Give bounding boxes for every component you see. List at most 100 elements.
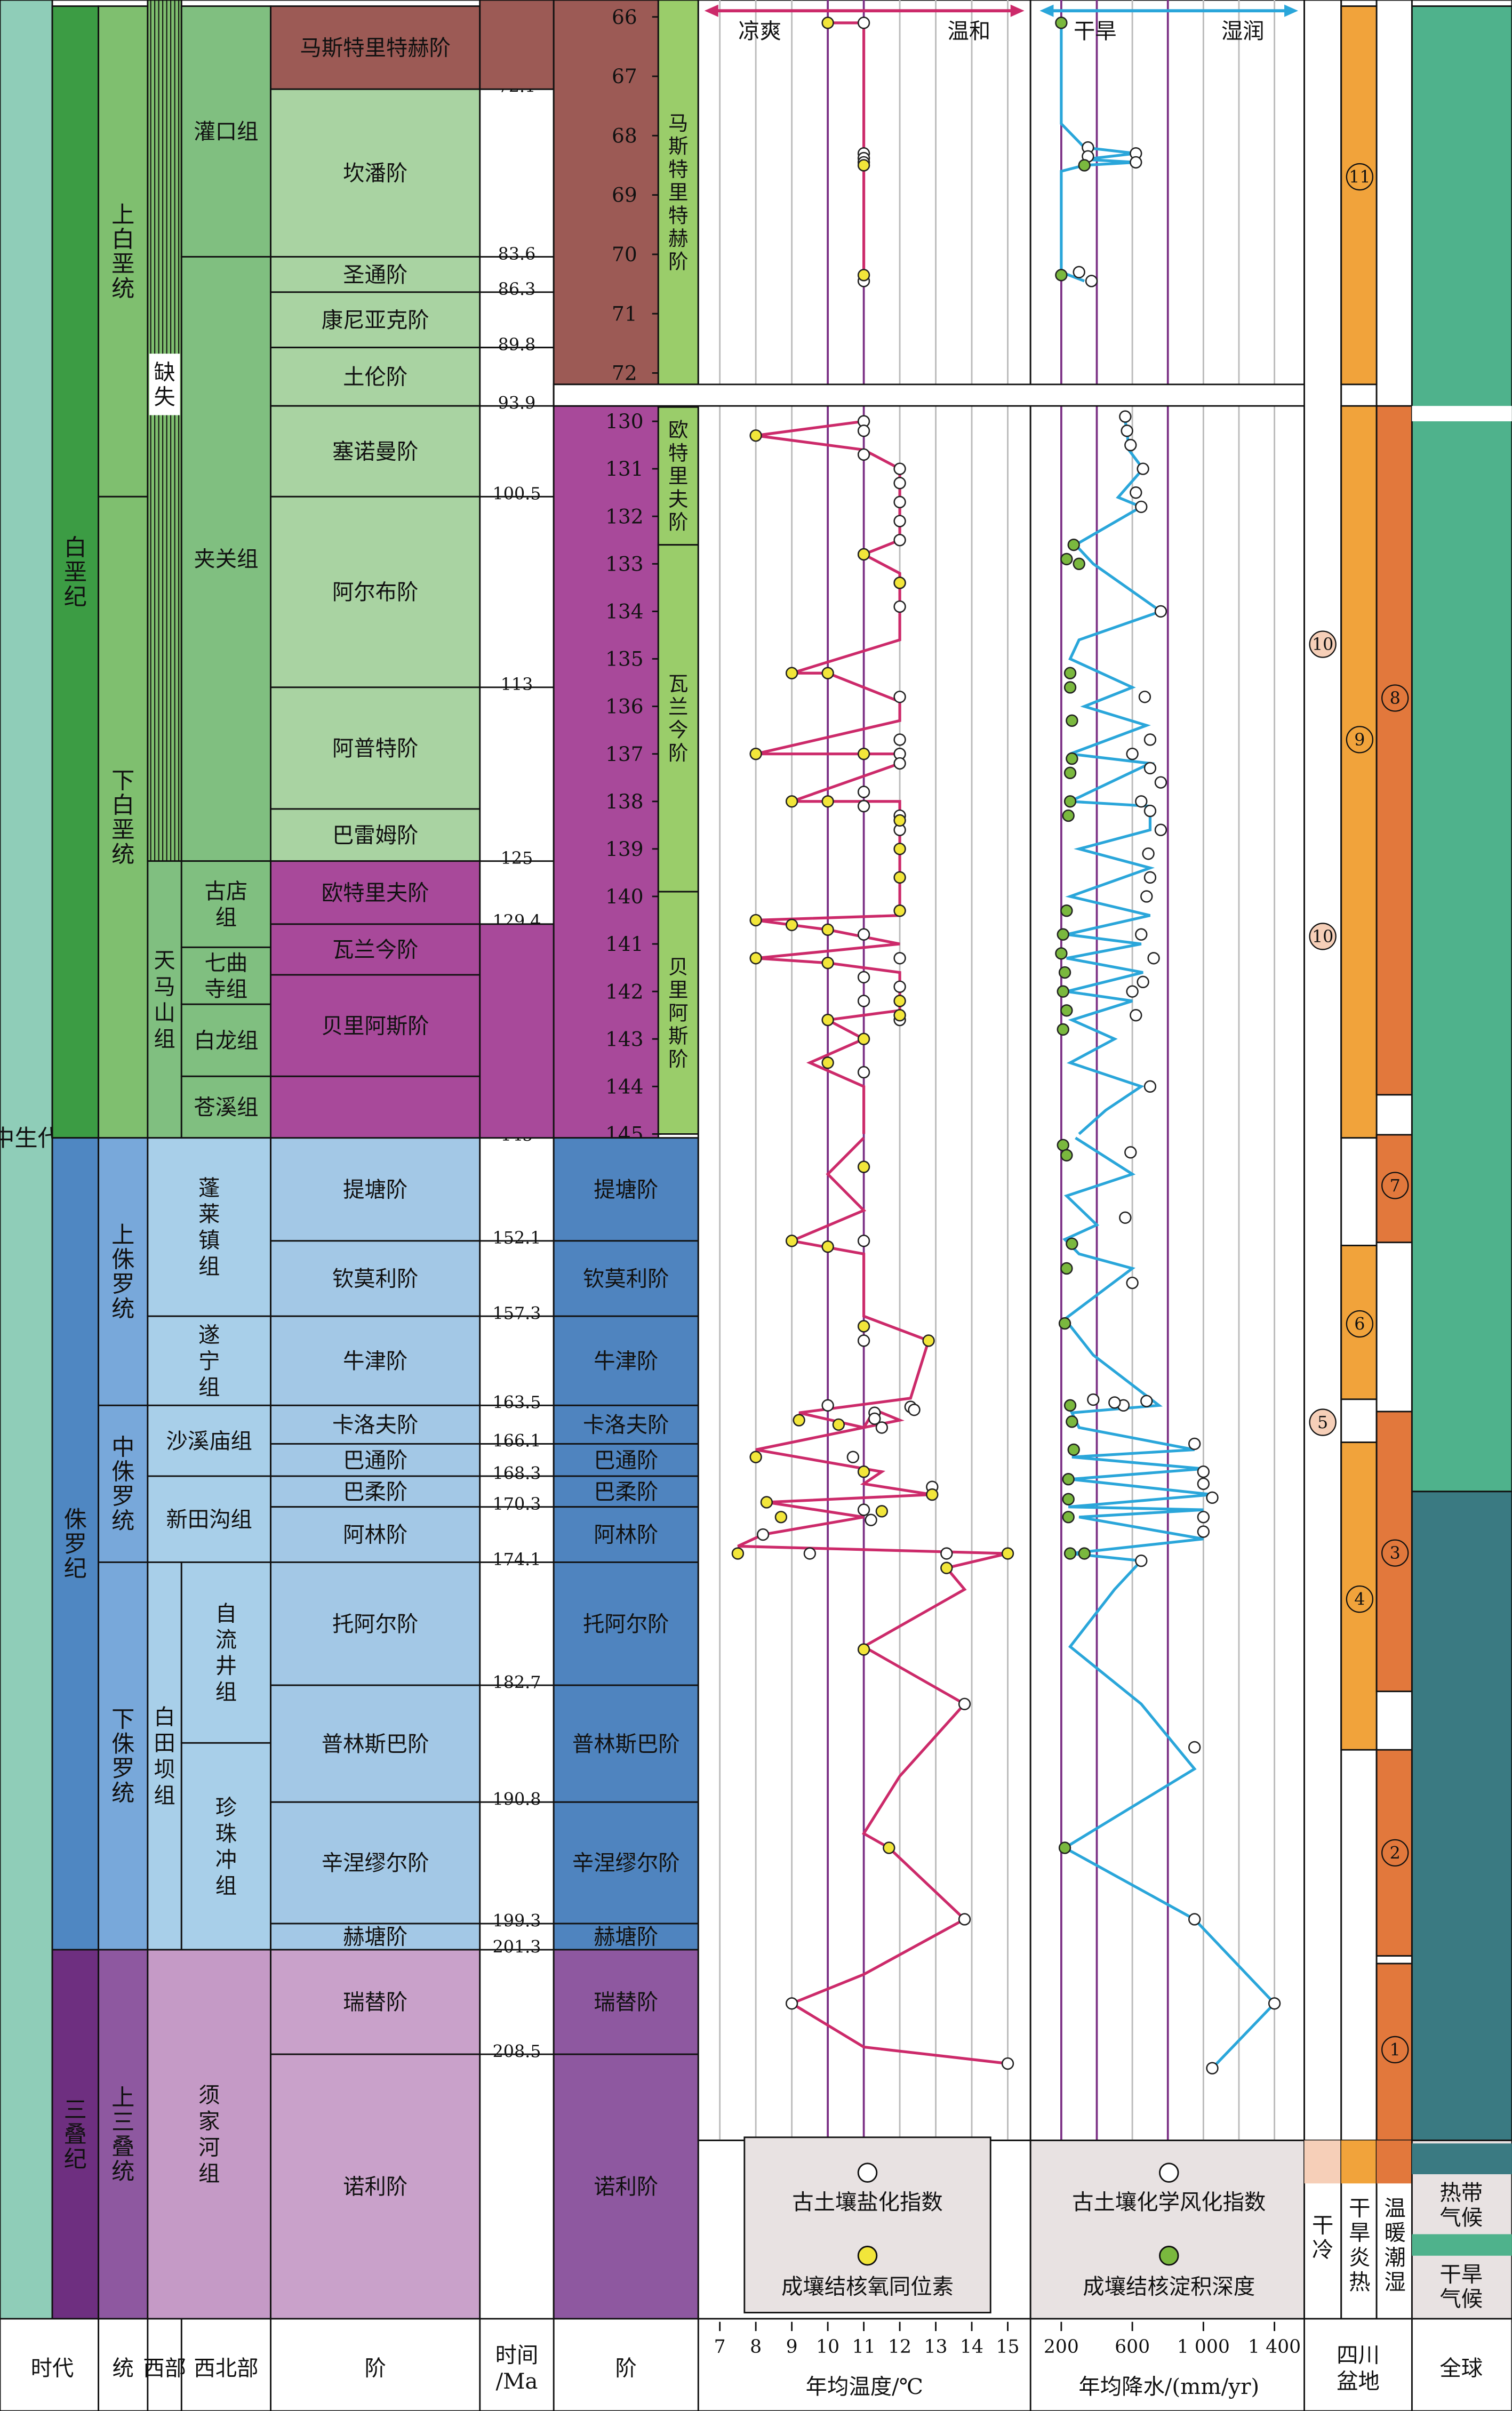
- right-stage-label: 辛涅缪尔阶: [572, 1851, 680, 1876]
- salinity-index-point: [785, 1997, 798, 2010]
- carbonate-depth-point: [1062, 809, 1075, 822]
- carbonate-depth-point: [1067, 1443, 1080, 1456]
- stage-4: [270, 347, 481, 407]
- carbonate-depth-point: [1062, 1511, 1075, 1524]
- oxygen-isotope-point: [821, 667, 834, 679]
- lower-stage-1: [657, 544, 699, 893]
- lower-tick: 131: [605, 457, 644, 480]
- age-label: 83.6: [498, 245, 536, 264]
- age-label: 113: [501, 675, 533, 694]
- temp-header-arrowhead-right: [1010, 4, 1025, 17]
- weathering-index-point: [1143, 1080, 1157, 1093]
- stage-label: 阿尔布阶: [332, 580, 418, 605]
- temp-tick-label: 12: [888, 2336, 911, 2358]
- weathering-index-point: [1154, 605, 1167, 618]
- series-label: 中侏罗统: [111, 1434, 134, 1534]
- upper-tick: 68: [612, 124, 637, 147]
- right-stage-label: 巴柔阶: [594, 1479, 658, 1504]
- weathering-index-point: [1130, 486, 1142, 499]
- oxygen-isotope-point: [940, 1561, 953, 1574]
- stage-12: [270, 1137, 481, 1242]
- stage-24: [270, 2053, 481, 2320]
- salinity-index-point: [857, 1503, 870, 1516]
- weathering-index-point: [1124, 438, 1137, 452]
- age-label: 166.1: [493, 1432, 541, 1451]
- salinity-index-point: [857, 800, 870, 813]
- carbonate-depth-point: [1058, 966, 1071, 979]
- system-label: 白垩纪: [64, 535, 87, 611]
- sichuan-legend-hot-swatch: [1341, 2140, 1377, 2184]
- warm-humid-band-0: [1375, 405, 1413, 1096]
- carbonate-depth-point: [1078, 159, 1091, 172]
- salinity-index-point: [857, 995, 870, 1007]
- weathering-index-point: [1135, 1555, 1148, 1567]
- weathering-index-point: [1135, 928, 1148, 941]
- stage-label: 土伦阶: [343, 365, 407, 390]
- lower-tick: 133: [605, 552, 644, 575]
- time-column: [479, 0, 555, 2323]
- oxygen-isotope-point: [893, 576, 906, 589]
- stage-label: 马斯特里特赫阶: [300, 36, 451, 61]
- weathering-index-point: [1119, 410, 1132, 423]
- age-label: 163.5: [493, 1393, 541, 1413]
- stage-label: 提塘阶: [343, 1177, 407, 1202]
- sichuan-legend-hot: 干旱炎热: [1349, 2196, 1370, 2295]
- weathering-index-point: [1137, 462, 1149, 475]
- oxygen-isotope-point: [785, 795, 798, 808]
- carbonate-depth-point: [1057, 985, 1069, 998]
- salinity-index-point: [865, 1513, 877, 1526]
- series-label: 上三叠统: [111, 2085, 134, 2185]
- salinity-index-point: [857, 448, 870, 461]
- oxygen-isotope-point: [857, 1160, 870, 1173]
- lower-stage-0: [657, 406, 699, 546]
- formation-13: [180, 1742, 272, 1951]
- system-label: 三叠纪: [64, 2097, 87, 2173]
- formation-5: [180, 1003, 272, 1077]
- salinity-index-point: [893, 600, 906, 613]
- episode-number: 11: [1349, 168, 1370, 187]
- stage-label: 阿普特阶: [332, 736, 418, 761]
- temp-tick-label: 11: [852, 2336, 876, 2358]
- temp-header-left: 凉爽: [738, 19, 781, 44]
- upper-tick: 67: [612, 65, 637, 88]
- era-column: [0, 0, 53, 2323]
- stage-5: [270, 405, 481, 498]
- lower-stage-label: 瓦兰今阶: [668, 672, 688, 765]
- stage-label: 普林斯巴阶: [322, 1732, 429, 1757]
- episode-circle: [1381, 1839, 1409, 1867]
- oxygen-isotope-point: [883, 1841, 895, 1854]
- stage-label: 圣通阶: [343, 262, 407, 287]
- weathering-index-point: [1206, 2062, 1219, 2074]
- salinity-index-point: [857, 786, 870, 798]
- hot-arid-band-0: [1340, 5, 1378, 386]
- footer-time: 时间/Ma: [495, 2343, 539, 2394]
- formation-6: [180, 1075, 272, 1139]
- right-stage-label: 普林斯巴阶: [572, 1732, 680, 1757]
- episode-number: 7: [1390, 1176, 1401, 1196]
- era-label: 中生代: [0, 1125, 61, 1152]
- weathering-index-point: [1119, 1211, 1132, 1224]
- system-1: [51, 1137, 100, 1951]
- episode-number: 1: [1390, 2041, 1401, 2060]
- formation-label: 沙溪庙组: [166, 1429, 252, 1454]
- stage-10: [270, 923, 481, 976]
- series-label: 上侏罗统: [111, 1222, 134, 1322]
- episode-number: 2: [1390, 1844, 1401, 1863]
- episode-number: 6: [1354, 1315, 1365, 1334]
- stage-6: [270, 495, 481, 688]
- right-stage-label: 钦莫利阶: [583, 1267, 669, 1292]
- episode-number: 9: [1354, 731, 1365, 750]
- formation-label: 天马山组: [154, 948, 175, 1052]
- temp-tick-label: 9: [786, 2336, 798, 2358]
- stage-label: 巴雷姆阶: [332, 823, 418, 848]
- oxygen-isotope-point: [821, 1056, 834, 1069]
- oxygen-isotope-point: [857, 748, 870, 760]
- salinity-index-point: [857, 1066, 870, 1079]
- formation-label: 白田坝组: [154, 1704, 175, 1808]
- lower-tick: 142: [605, 980, 644, 1003]
- upper-stage-label: 马斯特里特赫阶: [668, 111, 688, 273]
- upper-tick: 71: [612, 302, 637, 325]
- precip-curve-upper: [1060, 17, 1137, 283]
- oxygen-isotope-point: [821, 1013, 834, 1027]
